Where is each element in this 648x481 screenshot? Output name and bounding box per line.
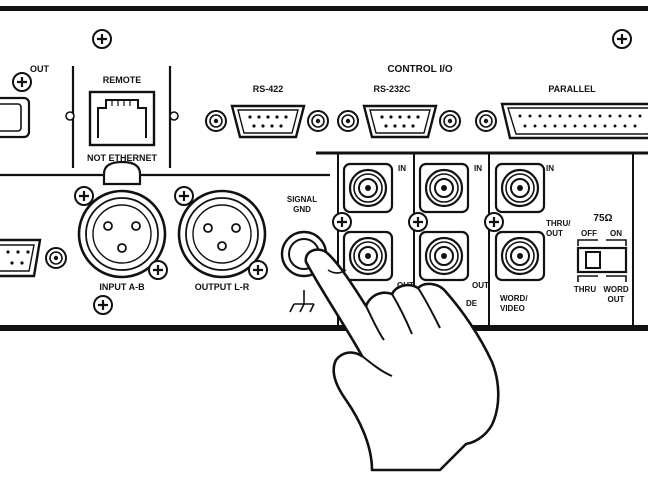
word-out-label-1: WORD	[603, 285, 629, 294]
input-ab-label: INPUT A-B	[99, 282, 145, 292]
bnc-out-port-2[interactable]	[418, 230, 470, 282]
bnc-in-port-1[interactable]	[342, 162, 394, 214]
gnd-label: GND	[293, 205, 311, 214]
ground-symbol-icon	[289, 290, 315, 313]
bnc-column-2: IN OUT DE	[407, 162, 489, 308]
video-label: VIDEO	[500, 304, 525, 313]
output-lr-xlr-port[interactable]: OUTPUT L-R	[173, 185, 269, 292]
word-video-column: IN THRU/ OUT WORD/ VIDEO	[483, 162, 571, 313]
screw-icon	[331, 211, 353, 233]
parallel-port[interactable]	[475, 102, 648, 140]
out-label: OUT	[472, 281, 489, 290]
partial-de-label: DE	[466, 299, 478, 308]
rs232c-port[interactable]	[337, 104, 461, 139]
off-label: OFF	[581, 229, 597, 238]
word-label: WORD/	[500, 294, 528, 303]
on-label: ON	[610, 229, 622, 238]
rs422-port[interactable]	[205, 104, 329, 139]
screw-icon	[173, 185, 195, 207]
panel-screw-icon	[91, 28, 113, 50]
screw-icon	[483, 211, 505, 233]
remote-rj45-port[interactable]	[88, 90, 156, 147]
thru-switch-label: THRU	[574, 285, 596, 294]
ohm-label: 75Ω	[593, 213, 612, 224]
thru-label: THRU/	[546, 219, 571, 228]
word-video-in-port[interactable]	[494, 162, 546, 214]
parallel-label: PARALLEL	[548, 84, 596, 94]
remote-label: REMOTE	[103, 75, 142, 85]
rs232c-label: RS-232C	[373, 84, 411, 94]
termination-switch-section: 75Ω OFF ON THRU WORD OUT	[574, 213, 629, 304]
bnc-in-port-2[interactable]	[418, 162, 470, 214]
screw-icon	[92, 294, 114, 316]
panel-screw-icon	[611, 28, 633, 50]
in-label: IN	[474, 164, 482, 173]
screw-icon	[11, 71, 33, 93]
word-out-label-2: OUT	[608, 295, 625, 304]
output-lr-label: OUTPUT L-R	[195, 282, 250, 292]
thru-out-label: OUT	[546, 229, 563, 238]
bnc-out-port-1[interactable]	[342, 230, 394, 282]
out-port-partial: OUT	[0, 64, 50, 139]
control-io-label: CONTROL I/O	[387, 64, 453, 75]
screw-icon	[247, 259, 269, 281]
screw-icon	[407, 211, 429, 233]
signal-label: SIGNAL	[287, 195, 317, 204]
screw-icon	[73, 185, 95, 207]
in-label: IN	[546, 164, 554, 173]
input-ab-xlr-port[interactable]: INPUT A-B	[73, 160, 169, 316]
word-video-thru-out-port[interactable]	[494, 230, 546, 282]
rs422-label: RS-422	[253, 84, 284, 94]
remote-section: REMOTE NOT ETHERNET	[65, 66, 179, 168]
in-label: IN	[398, 164, 406, 173]
screw-icon	[147, 259, 169, 281]
left-serial-port-partial[interactable]	[0, 238, 67, 278]
termination-slide-switch[interactable]	[576, 246, 628, 274]
pointing-hand-icon	[304, 248, 500, 472]
not-ethernet-label: NOT ETHERNET	[87, 153, 158, 163]
out-top-label: OUT	[30, 64, 50, 74]
